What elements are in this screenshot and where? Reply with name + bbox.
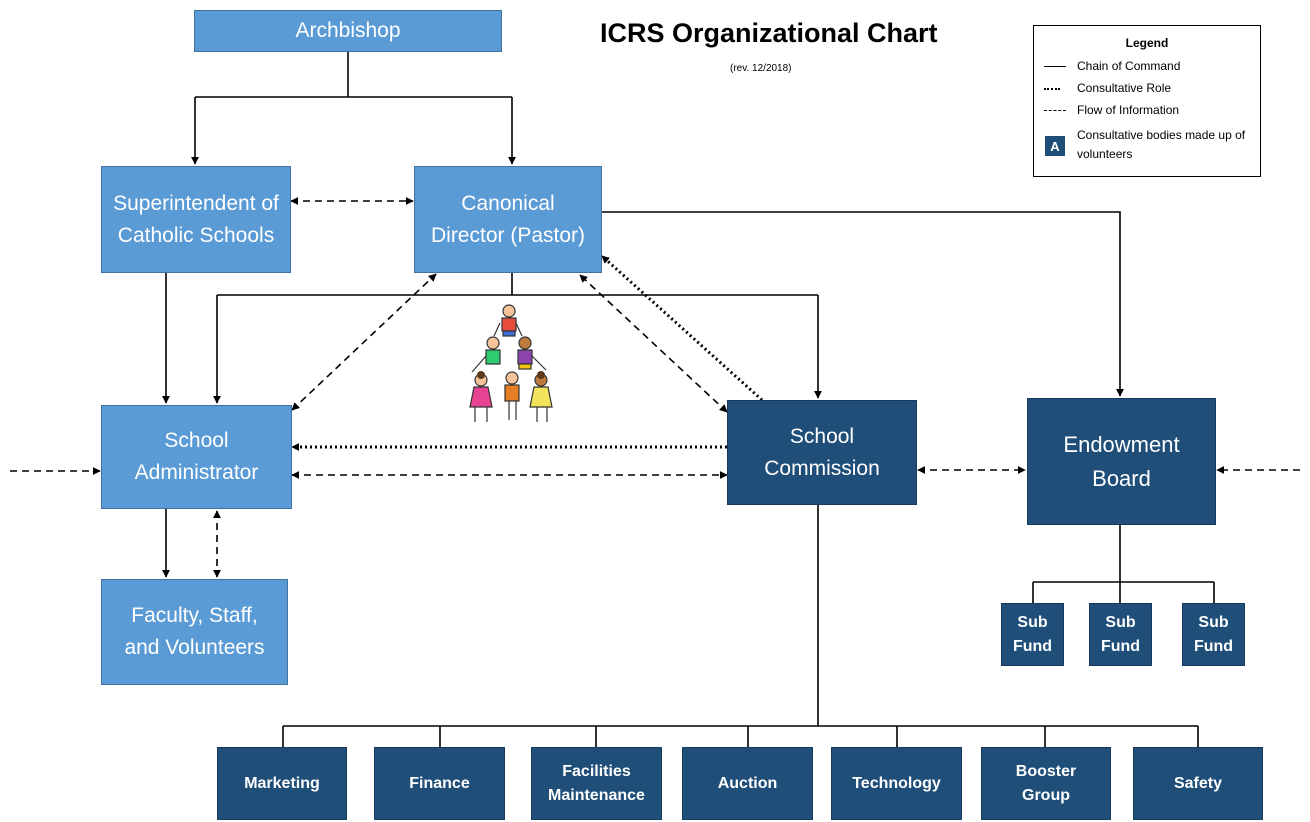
node-label: School Administrator bbox=[134, 429, 259, 484]
consult-commission-canonical bbox=[600, 254, 764, 402]
node-committee-finance: Finance bbox=[374, 747, 505, 820]
node-committee-auction: Auction bbox=[682, 747, 813, 820]
chart-title: ICRS Organizational Chart bbox=[600, 18, 938, 48]
node-label: Archbishop bbox=[295, 19, 401, 42]
legend-row-information: Flow of Information bbox=[1034, 103, 1260, 121]
chart-subtitle: (rev. 12/2018) bbox=[730, 63, 792, 74]
node-label: Finance bbox=[409, 774, 470, 792]
node-school-commission: School Commission bbox=[727, 400, 917, 505]
node-sub-fund: Sub Fund bbox=[1001, 603, 1064, 666]
legend-row-consultative: Consultative Role bbox=[1034, 81, 1260, 99]
node-committee-booster: Booster Group bbox=[981, 747, 1111, 820]
node-label: Endowment Board bbox=[1063, 431, 1180, 491]
arrow-canonical-endowment bbox=[602, 211, 1124, 397]
connector-commission-committees bbox=[282, 505, 1199, 747]
solid-line-icon bbox=[1044, 66, 1066, 67]
legend-label: Consultative Role bbox=[1077, 81, 1172, 95]
node-committee-facilities: Facilities Maintenance bbox=[531, 747, 662, 820]
node-label: Canonical Director (Pastor) bbox=[430, 191, 586, 247]
node-archbishop: Archbishop bbox=[194, 10, 502, 52]
legend-row-chain: Chain of Command bbox=[1034, 59, 1260, 77]
node-endowment-board: Endowment Board bbox=[1027, 398, 1216, 525]
dashed-line-icon bbox=[1044, 110, 1066, 111]
legend-row-volunteers: A Consultative bodies made up of volunte… bbox=[1034, 126, 1260, 170]
node-label: Booster Group bbox=[1015, 762, 1077, 804]
node-label: Facilities Maintenance bbox=[548, 762, 645, 804]
dotted-line-icon bbox=[1044, 88, 1060, 90]
node-superintendent: Superintendent of Catholic Schools bbox=[101, 166, 291, 273]
node-label: Faculty, Staff, and Volunteers bbox=[124, 604, 265, 659]
volunteer-badge-icon: A bbox=[1045, 136, 1065, 156]
legend: Legend Chain of Command Consultative Rol… bbox=[1033, 25, 1261, 177]
node-committee-marketing: Marketing bbox=[217, 747, 347, 820]
node-canonical-director: Canonical Director (Pastor) bbox=[414, 166, 602, 273]
node-label: Superintendent of Catholic Schools bbox=[113, 191, 279, 247]
node-sub-fund: Sub Fund bbox=[1182, 603, 1245, 666]
node-sub-fund: Sub Fund bbox=[1089, 603, 1152, 666]
node-label: Sub Fund bbox=[1100, 613, 1141, 655]
node-label: Marketing bbox=[244, 774, 320, 792]
node-school-administrator: School Administrator bbox=[101, 405, 292, 509]
legend-label: Chain of Command bbox=[1077, 59, 1181, 73]
node-label: Technology bbox=[852, 774, 941, 792]
node-label: School Commission bbox=[764, 424, 880, 480]
legend-title: Legend bbox=[1125, 36, 1169, 50]
node-committee-technology: Technology bbox=[831, 747, 962, 820]
info-commission-canonical bbox=[579, 274, 728, 413]
info-administrator-canonical bbox=[291, 273, 437, 411]
children-pyramid-icon bbox=[469, 304, 553, 422]
node-faculty: Faculty, Staff, and Volunteers bbox=[101, 579, 288, 685]
node-label: Safety bbox=[1173, 774, 1223, 792]
legend-label: Consultative bodies made up of volunteer… bbox=[1077, 128, 1246, 161]
node-committee-safety: Safety bbox=[1133, 747, 1263, 820]
node-label: Sub Fund bbox=[1193, 613, 1234, 655]
node-label: Sub Fund bbox=[1012, 613, 1053, 655]
node-label: Auction bbox=[717, 774, 778, 792]
connector-endowment-subfunds bbox=[1032, 525, 1215, 603]
legend-label: Flow of Information bbox=[1077, 103, 1180, 117]
